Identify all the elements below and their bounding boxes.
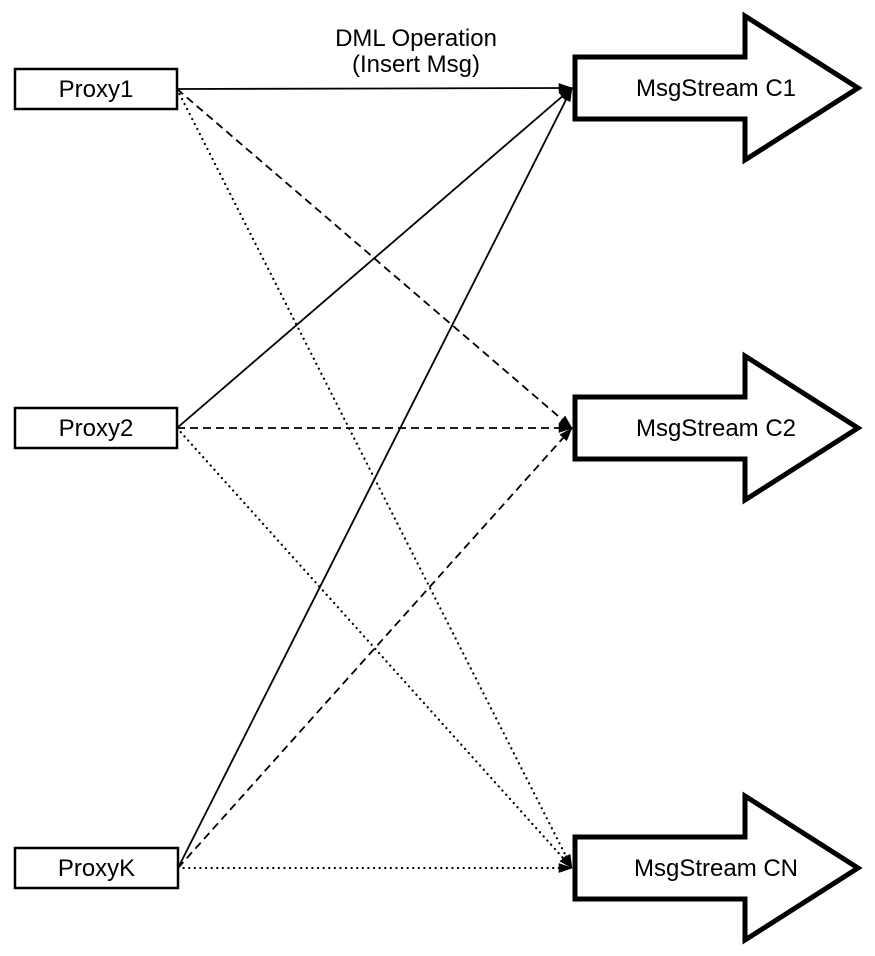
diagram-title-line1: DML Operation xyxy=(335,25,497,52)
proxy-label: ProxyK xyxy=(58,855,135,882)
stream-arrow-shape xyxy=(572,11,863,165)
proxy-box xyxy=(13,67,179,111)
diagram-title-line2: (Insert Msg) xyxy=(352,51,480,78)
edges-layer xyxy=(175,83,574,873)
proxy-box xyxy=(13,406,179,450)
stream-node-c2: MsgStream C2 xyxy=(572,351,863,505)
stream-label: MsgStream C2 xyxy=(636,415,796,442)
edge-proxyk-c1 xyxy=(177,87,573,869)
proxy-label: Proxy2 xyxy=(59,415,134,442)
stream-node-c1: MsgStream C1 xyxy=(572,11,863,165)
proxy-node-proxyk: ProxyK xyxy=(13,846,180,890)
edge-proxy2-cn xyxy=(175,426,574,870)
edge-proxyk-c2 xyxy=(177,427,573,869)
stream-arrow-shape xyxy=(572,351,863,505)
proxy-box xyxy=(13,846,180,890)
stream-arrow-shape xyxy=(572,791,863,945)
edge-proxy2-c1 xyxy=(176,87,573,429)
edge-proxy1-c1 xyxy=(176,83,573,93)
proxy-node-proxy2: Proxy2 xyxy=(13,406,179,450)
labels-layer: DML Operation (Insert Msg) xyxy=(335,25,497,78)
proxy-node-proxy1: Proxy1 xyxy=(13,67,179,111)
stream-label: MsgStream C1 xyxy=(636,75,796,102)
proxy-label: Proxy1 xyxy=(59,76,134,103)
stream-label: MsgStream CN xyxy=(634,855,798,882)
stream-node-cn: MsgStream CN xyxy=(572,791,863,945)
